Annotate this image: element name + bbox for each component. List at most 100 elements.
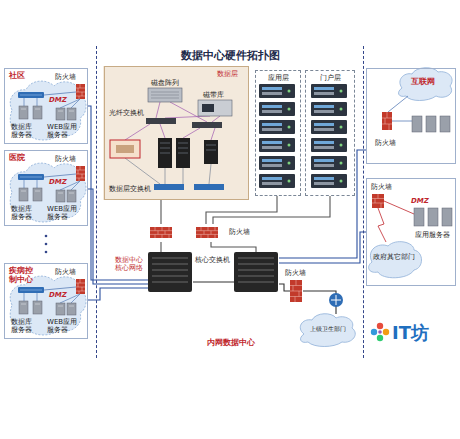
connector	[160, 242, 161, 252]
node-label-slot: WEB应用服务器	[47, 205, 83, 221]
server-racks	[259, 84, 347, 188]
connector	[206, 196, 277, 224]
node-label-slot: 数据库服务器	[11, 318, 35, 334]
app-layer-box: 应用层	[255, 70, 301, 196]
watermark-label-slot: IT坊	[392, 324, 429, 342]
connector	[213, 196, 330, 224]
site-region: 互联网防火墙	[366, 68, 456, 164]
node-label: 数据库服务器	[11, 123, 35, 139]
site-region: 防火墙 DMZ 政府其它部门 应用服务器	[366, 178, 456, 286]
node-label-slot: 数据库服务器	[11, 205, 35, 221]
node-label-slot: 数据库服务器	[11, 123, 35, 139]
node-label: 应用层	[268, 74, 289, 82]
site-illustration	[10, 276, 86, 335]
node-label-slot: 政府其它部门	[373, 253, 415, 261]
node-label: 政府其它部门	[373, 253, 415, 261]
connector	[88, 288, 149, 300]
data-layer-box: 数据层磁盘阵列磁带库光纤交换机数据层交换机	[104, 66, 249, 200]
node-label-slot: 上级卫生部门	[299, 325, 357, 332]
diagram-title: 数据中心硬件拓扑图	[150, 50, 310, 63]
node-label-slot: 数据中心核心网络	[115, 256, 145, 272]
site-region: 医院防火墙DMZ数据库服务器WEB应用服务器	[4, 150, 88, 226]
datacenter-region: 内网数据中心数据层磁盘阵列磁带库光纤交换机数据层交换机应用层门户层防火墙数据中心…	[96, 46, 364, 358]
internet-site-illustration	[382, 68, 452, 132]
node-label: 数据层交换机	[109, 185, 151, 193]
router-icon	[329, 293, 343, 307]
node-label: DMZ	[49, 178, 67, 186]
node-label: 互联网	[411, 77, 435, 86]
node-label: DMZ	[49, 291, 67, 299]
firewall-pair: 防火墙	[149, 224, 261, 242]
node-label-slot: 疾病控制中心	[9, 266, 35, 284]
node-label: 防火墙	[371, 183, 392, 191]
node-label-slot: 磁盘阵列	[151, 79, 179, 87]
node-label: 数据中心核心网络	[115, 256, 145, 272]
node-label-slot: 互联网	[411, 77, 435, 86]
core-switch: 核心交换机	[235, 252, 279, 292]
node-label: 上级卫生部门	[299, 325, 357, 332]
node-label: 防火墙	[55, 155, 76, 163]
node-label: 防火墙	[229, 228, 250, 236]
portal-layer-box: 门户层	[305, 70, 355, 196]
site-illustration	[10, 163, 86, 222]
government-site-illustration	[369, 194, 452, 278]
node-label-slot: 核心交换机	[195, 256, 230, 264]
connector	[193, 281, 235, 282]
node-label-slot: 防火墙	[55, 155, 76, 163]
data-layer-equipment	[110, 88, 232, 190]
node-label-slot: 社区	[9, 71, 25, 80]
node-label: 防火墙	[55, 268, 76, 276]
node-label: WEB应用服务器	[47, 205, 83, 221]
node-label-slot: 磁带库	[203, 91, 224, 99]
node-label-slot: 光纤交换机	[109, 109, 144, 117]
ellipsis-dots	[45, 235, 48, 254]
node-label-slot: 防火墙	[285, 269, 306, 277]
node-label: 数据层	[217, 70, 238, 78]
connector	[88, 189, 149, 284]
diagram-title-slot: 数据中心硬件拓扑图	[150, 50, 310, 63]
core-switch: 数据中心核心网络	[149, 252, 193, 292]
node-label: WEB应用服务器	[47, 318, 83, 334]
site-region: 社区 防火墙 DMZ 数据库服务器 WEB应用服务器	[4, 68, 88, 144]
node-label-slot: DMZ	[49, 96, 67, 104]
node-label-slot: 防火墙	[229, 228, 250, 236]
node-label: 磁带库	[203, 91, 224, 99]
node-label: 应用服务器	[415, 231, 450, 239]
node-label-slot: 防火墙	[55, 73, 76, 81]
connector	[279, 232, 366, 263]
site-region: 疾病控制中心 防火墙 DMZ 数据库服务器 WEB应用服务器	[4, 263, 88, 339]
node-label: 社区	[9, 71, 25, 80]
node-label-slot: WEB应用服务器	[47, 318, 83, 334]
firewall-icon	[196, 227, 218, 238]
node-label-slot: 数据层交换机	[109, 185, 151, 193]
node-label-slot: 防火墙	[371, 183, 392, 191]
node-label: WEB应用服务器	[47, 123, 83, 139]
node-label: DMZ	[49, 96, 67, 104]
cloud-node: 上级卫生部门	[299, 314, 357, 344]
node-label: 核心交换机	[195, 256, 230, 264]
node-label-slot: 内网数据中心	[181, 338, 281, 347]
node-label: 疾病控制中心	[9, 266, 35, 284]
watermark-label: IT坊	[392, 324, 429, 342]
node-label-slot: 数据层	[217, 70, 238, 78]
node-label: 磁盘阵列	[151, 79, 179, 87]
node-label: DMZ	[411, 197, 429, 205]
node-label-slot: 防火墙	[375, 139, 396, 147]
node-label-slot: DMZ	[49, 178, 67, 186]
connector	[160, 200, 161, 224]
connector	[211, 242, 256, 252]
node-label: 门户层	[320, 74, 341, 82]
connector	[279, 284, 291, 291]
node-label-slot: 应用层	[268, 74, 289, 82]
node-label-slot: 门户层	[320, 74, 341, 82]
node-label: 防火墙	[375, 139, 396, 147]
node-label: 光纤交换机	[109, 109, 144, 117]
node-label: 防火墙	[285, 269, 306, 277]
node-label-slot: WEB应用服务器	[47, 123, 83, 139]
firewall-icon	[150, 227, 172, 238]
node-label: 内网数据中心	[181, 338, 281, 347]
node-label-slot: DMZ	[49, 291, 67, 299]
core-switch-icon	[148, 252, 278, 292]
node-label: 数据库服务器	[11, 205, 35, 221]
